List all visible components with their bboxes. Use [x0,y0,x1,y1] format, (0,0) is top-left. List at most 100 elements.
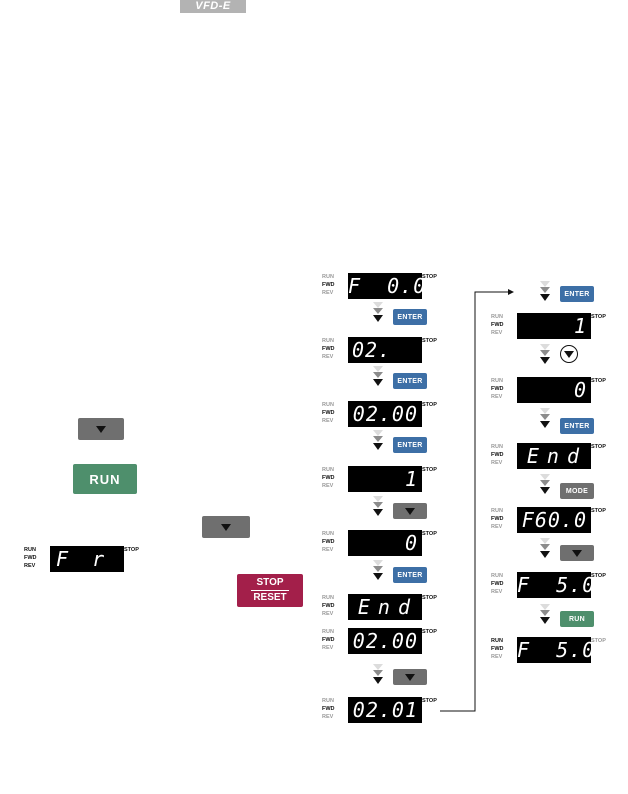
led-screen: End [517,443,591,469]
run-indicator: RUN [322,531,334,537]
run-key[interactable]: RUN [560,611,594,627]
step-arrow [373,302,383,322]
run-indicator: RUN [491,573,503,579]
step-arrow [373,430,383,450]
stop-indicator: STOP [422,338,437,344]
run-indicator: RUN [491,508,503,514]
run-indicator: RUN [322,274,334,280]
fwd-indicator: FWD [322,410,335,416]
stop-indicator: STOP [591,314,606,320]
led-screen: 02.01 [348,697,422,723]
stop-indicator: STOP [591,638,606,644]
rev-indicator: REV [322,290,334,296]
led-screen: F 5.0 [517,572,596,598]
enter-key[interactable]: ENTER [393,437,427,453]
down-arrow-icon [405,673,415,681]
down-arrow-icon [221,523,231,531]
led-screen: 0 [348,530,422,556]
fwd-indicator: FWD [322,346,335,352]
enter-key[interactable]: ENTER [393,373,427,389]
mode-key[interactable]: MODE [560,483,594,499]
vfd-e-logo: VFD-E [180,0,246,13]
step-arrow [373,560,383,580]
down-key[interactable] [560,545,594,561]
step-arrow [540,604,550,624]
step-arrow [540,344,550,364]
status-indicators: RUN FWD REV [322,273,348,297]
run-indicator: RUN [322,338,334,344]
enter-key[interactable]: ENTER [393,309,427,325]
step-arrow [540,474,550,494]
step-arrow [540,281,550,301]
fwd-indicator: FWD [491,646,504,652]
run-key[interactable]: RUN [73,464,137,494]
down-key[interactable] [393,669,427,685]
fwd-indicator: FWD [491,452,504,458]
stop-label: STOP [256,577,284,588]
fwd-indicator: FWD [491,322,504,328]
fwd-indicator: FWD [322,282,335,288]
enter-key[interactable]: ENTER [393,567,427,583]
rev-indicator: REV [322,714,334,720]
run-indicator: RUN [491,314,503,320]
run-indicator: RUN [491,444,503,450]
led-screen: 0 [517,377,591,403]
down-key-2[interactable] [202,516,250,538]
led-screen: 1 [348,466,422,492]
display-2: RUN FWD REV 02. STOP [322,337,444,363]
fwd-indicator: FWD [322,603,335,609]
stop-indicator: STOP [422,595,437,601]
led-screen: 02. [348,337,422,363]
down-arrow-icon [572,549,582,557]
stop-reset-key[interactable]: STOP RESET [237,574,303,607]
rev-indicator: REV [322,354,334,360]
rev-indicator: REV [322,547,334,553]
rev-indicator: REV [322,645,334,651]
stop-indicator: STOP [591,444,606,450]
run-indicator: RUN [491,638,503,644]
run-indicator: RUN [322,698,334,704]
led-screen: 02.00 [348,401,422,427]
reset-label: RESET [253,592,287,603]
fwd-indicator: FWD [491,581,504,587]
run-indicator: RUN [24,547,36,553]
fwd-indicator: FWD [24,555,37,561]
status-indicators: RUN FWD REV [322,337,348,361]
fwd-indicator: FWD [491,516,504,522]
stop-indicator: STOP [422,467,437,473]
down-key[interactable] [78,418,124,440]
run-indicator: RUN [322,402,334,408]
step-arrow [540,538,550,558]
enter-key[interactable]: ENTER [560,418,594,434]
enter-key[interactable]: ENTER [560,286,594,302]
rev-indicator: REV [491,654,503,660]
divider [251,590,289,591]
down-circle-icon[interactable] [560,345,578,363]
down-key[interactable] [393,503,427,519]
led-screen: End [348,594,422,620]
step-arrow [373,366,383,386]
fwd-indicator: FWD [322,637,335,643]
down-arrow-icon [96,425,106,433]
down-arrow-icon [405,507,415,515]
fwd-indicator: FWD [491,386,504,392]
rev-indicator: REV [491,394,503,400]
